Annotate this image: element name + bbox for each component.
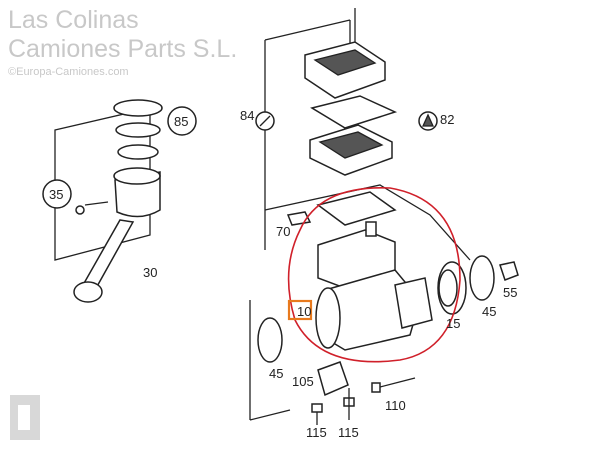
bolt-110 xyxy=(371,377,416,393)
label-85: 85 xyxy=(174,114,188,129)
gasket-plate xyxy=(310,95,398,129)
watermark-logo xyxy=(10,395,40,440)
connecting-rod xyxy=(73,219,135,303)
gasket-plate-lower xyxy=(286,191,397,226)
piston-rings xyxy=(113,99,163,160)
o-ring-right xyxy=(469,255,495,301)
label-30: 30 xyxy=(143,265,157,280)
label-45-right: 45 xyxy=(482,304,496,319)
bracket xyxy=(317,361,349,397)
highlight-box xyxy=(287,299,313,321)
bolt-115-right xyxy=(343,388,355,420)
compressor-body xyxy=(315,221,433,351)
label-70: 70 xyxy=(276,224,290,239)
label-115-left: 115 xyxy=(306,425,327,440)
callout-85-circle xyxy=(167,106,197,136)
wrench-icon xyxy=(255,111,275,131)
callout-35-circle xyxy=(42,179,72,209)
label-105: 105 xyxy=(292,374,314,389)
triangle-part-icon xyxy=(418,111,438,131)
bolt-115-left xyxy=(311,403,323,425)
piston xyxy=(75,167,161,218)
nut xyxy=(499,261,519,281)
watermark-text: Las Colinas Camiones Parts S.L. xyxy=(8,6,238,63)
label-84: 84 xyxy=(240,108,254,123)
cylinder-head-cover xyxy=(304,8,386,99)
label-110: 110 xyxy=(385,398,406,413)
label-15: 15 xyxy=(446,316,460,331)
o-ring-left xyxy=(257,317,283,363)
label-45-left: 45 xyxy=(269,366,283,381)
gear-ring xyxy=(437,261,467,315)
label-35: 35 xyxy=(49,187,63,202)
label-10: 10 xyxy=(297,304,311,319)
label-55: 55 xyxy=(503,285,517,300)
assembly-frame-lines xyxy=(54,19,471,421)
label-82: 82 xyxy=(440,112,454,127)
watermark-copyright: ©Europa-Camiones.com xyxy=(8,66,129,78)
label-115-right: 115 xyxy=(338,425,359,440)
valve-plate xyxy=(309,124,393,176)
